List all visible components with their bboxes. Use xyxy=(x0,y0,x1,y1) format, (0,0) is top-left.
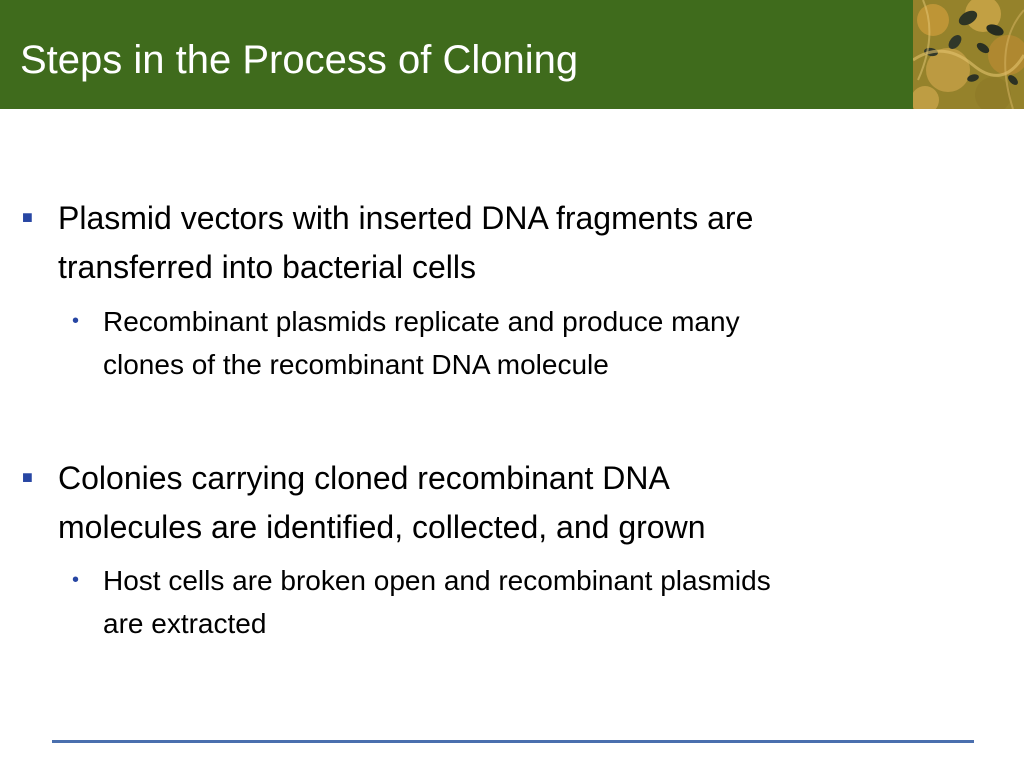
slide-title: Steps in the Process of Cloning xyxy=(20,38,579,82)
sub-bullet-1-line-1: Recombinant plasmids replicate and produ… xyxy=(103,306,740,337)
bullet-2-line-1: Colonies carrying cloned recombinant DNA xyxy=(58,460,670,496)
footer-divider xyxy=(52,740,974,743)
bullet-1-line-1: Plasmid vectors with inserted DNA fragme… xyxy=(58,200,754,236)
sub-bullet-1-line-2: clones of the recombinant DNA molecule xyxy=(103,349,609,380)
header-photo xyxy=(913,0,1024,109)
square-bullet-icon: ■ xyxy=(22,207,33,227)
bullet-2-line-2: molecules are identified, collected, and… xyxy=(58,509,706,545)
sub-bullet-2-line-1: Host cells are broken open and recombina… xyxy=(103,565,771,596)
sub-bullet-2-line-2: are extracted xyxy=(103,608,267,639)
slide-header: Steps in the Process of Cloning xyxy=(0,0,1024,109)
bullet-1-line-2: transferred into bacterial cells xyxy=(58,249,476,285)
square-bullet-icon: ■ xyxy=(22,467,33,487)
round-bullet-icon: • xyxy=(72,569,80,591)
round-bullet-icon: • xyxy=(72,310,80,332)
bacteria-colony-photo-icon xyxy=(913,0,1024,109)
